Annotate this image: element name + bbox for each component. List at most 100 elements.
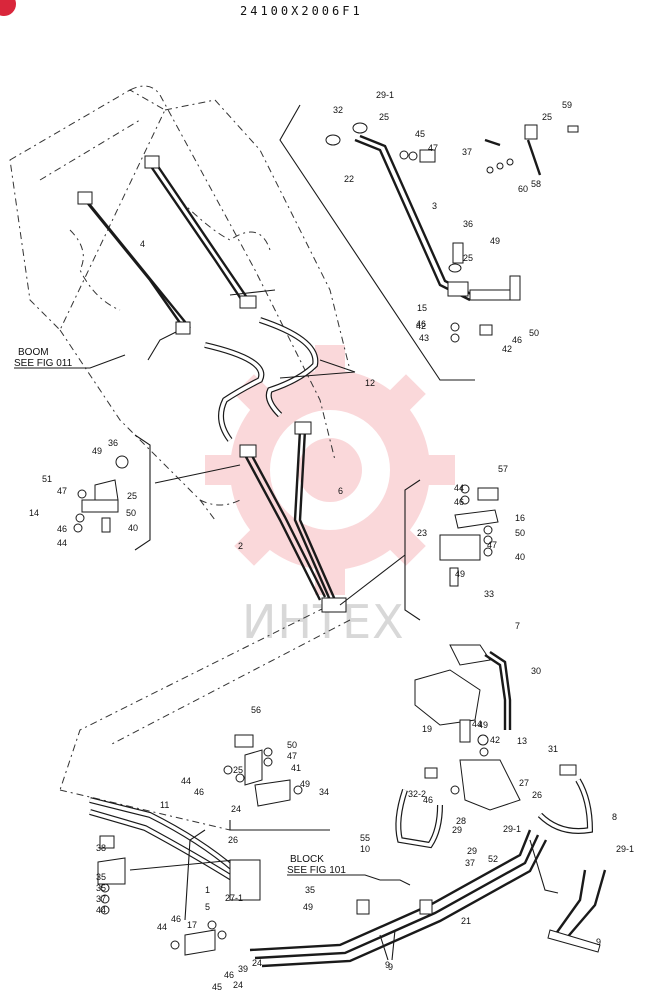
callout: 49 (300, 779, 310, 789)
callout: 17 (187, 920, 197, 930)
callout: 44 (96, 905, 106, 915)
callout: 47 (487, 540, 497, 550)
callout: 41 (291, 763, 301, 773)
callout: 42 (502, 344, 512, 354)
callout: 46 (224, 970, 234, 980)
callout: 44 (472, 719, 482, 729)
callout: 46 (194, 787, 204, 797)
callout: 25 (233, 765, 243, 775)
callout: 4 (140, 239, 145, 249)
detail-right-clamp (339, 479, 499, 621)
note-boom-ref: SEE FIG 011 (14, 358, 73, 369)
callout: 36 (108, 438, 118, 448)
callout: 33 (484, 589, 494, 599)
callout: 50 (515, 528, 525, 538)
callout: 8 (612, 812, 617, 822)
drawing-code: 24100X2006F1 (240, 4, 363, 18)
callout: 43 (419, 333, 429, 343)
corner-badge-icon (0, 0, 16, 16)
callout: 26 (228, 835, 238, 845)
callout: 47 (428, 143, 438, 153)
callout: 50 (529, 328, 539, 338)
callout: 49 (478, 720, 488, 730)
callout: 38 (96, 843, 106, 853)
leader-12b (319, 359, 356, 373)
callout: 44 (454, 483, 464, 493)
detail-valve-block (395, 644, 594, 849)
callout: 37 (96, 894, 106, 904)
callout: 32 (333, 105, 343, 115)
pipes-9 (249, 829, 607, 968)
callout: 35 (305, 885, 315, 895)
callout: 40 (515, 552, 525, 562)
callout: 42 (416, 321, 426, 331)
callout: 10 (360, 844, 370, 854)
callout: 47 (57, 486, 67, 496)
callout: 11 (160, 800, 169, 810)
callout: 52 (488, 854, 498, 864)
callout: 12 (365, 378, 375, 388)
callout: 37 (462, 147, 472, 157)
callout: 45 (212, 982, 222, 992)
callout: 45 (415, 129, 425, 139)
callout: 46 (416, 319, 426, 329)
callout: 46 (423, 795, 433, 805)
callout: 9 (385, 960, 390, 970)
note-block-ref: SEE FIG 101 (287, 865, 346, 876)
boom-ref-leader (14, 354, 126, 369)
callout: 25 (127, 491, 137, 501)
boom-outline (9, 85, 351, 521)
callout: 46 (454, 497, 464, 507)
callout: 55 (360, 833, 370, 843)
callout: 50 (126, 508, 136, 518)
note-block-title: BLOCK (290, 854, 324, 865)
callout-labels: 1 2 3 4 5 6 7 8 9 9 9 10 11 12 13 14 15 … (29, 90, 634, 992)
callout: 50 (287, 740, 297, 750)
callout: 46 (171, 914, 181, 924)
callout: 16 (515, 513, 525, 523)
callout: 21 (461, 916, 471, 926)
detail-left-clamp (73, 434, 241, 551)
callout: 6 (338, 486, 343, 496)
callout: 44 (181, 776, 191, 786)
callout: 13 (517, 736, 527, 746)
callout: 49 (490, 236, 500, 246)
pipes-2-6 (239, 421, 347, 613)
callout: 24 (233, 980, 243, 990)
callout: 46 (57, 524, 67, 534)
callout: 39 (238, 964, 248, 974)
callout: 60 (518, 184, 528, 194)
detail-lower-left (97, 734, 330, 956)
callout: 29 (467, 846, 477, 856)
callout: 25 (379, 112, 389, 122)
callout: 14 (29, 508, 39, 518)
callout: 19 (422, 724, 432, 734)
callout: 28 (456, 816, 466, 826)
callout: 40 (128, 523, 138, 533)
callout: 15 (417, 303, 427, 313)
callout: 44 (57, 538, 67, 548)
callout: 29 (452, 825, 462, 835)
callout: 29-1 (616, 844, 634, 854)
boundary-lines (59, 599, 351, 831)
pipe-assembly-upper (77, 155, 276, 361)
callout: 25 (463, 253, 473, 263)
callout: 29-1 (503, 824, 521, 834)
callout: 29-1 (376, 90, 394, 100)
callout: 27 (519, 778, 529, 788)
callout: 1 (205, 885, 210, 895)
callout: 24 (231, 804, 241, 814)
callout: 30 (531, 666, 541, 676)
callout: 51 (42, 474, 52, 484)
callout: 36 (463, 219, 473, 229)
callout: 44 (157, 922, 167, 932)
callout: 35 (96, 872, 106, 882)
callout: 7 (515, 621, 520, 631)
detail-upper-right (279, 104, 579, 381)
callout: 58 (531, 179, 541, 189)
watermark-gear-icon (205, 345, 455, 595)
callout: 26 (532, 790, 542, 800)
callout: 46 (512, 335, 522, 345)
callout: 5 (205, 902, 210, 912)
